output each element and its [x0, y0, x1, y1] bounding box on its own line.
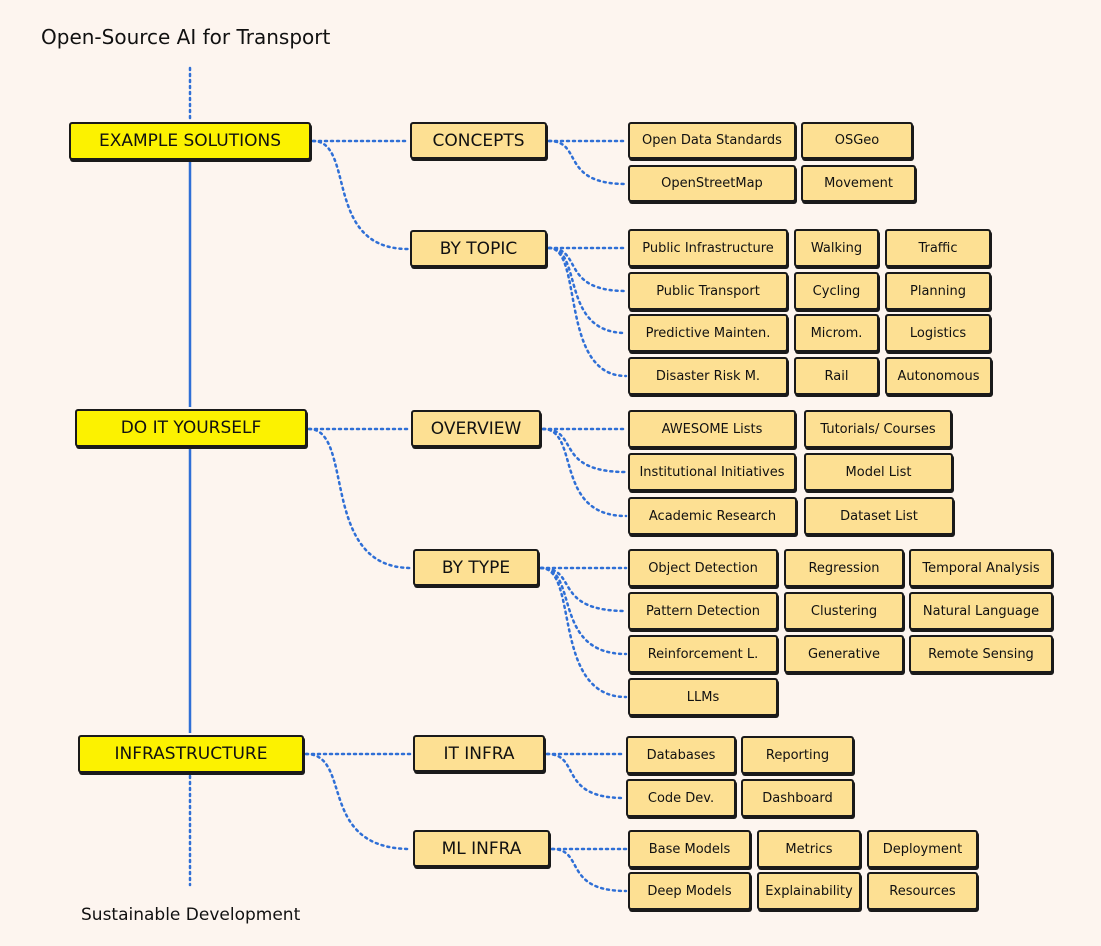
leaf-planning[interactable]: Planning	[885, 272, 991, 310]
leaf-osgeo[interactable]: OSGeo	[801, 122, 913, 159]
leaf-micromobility[interactable]: Microm.	[794, 314, 879, 352]
leaf-deployment[interactable]: Deployment	[867, 830, 978, 868]
leaf-predictive-maintenance[interactable]: Predictive Mainten.	[628, 314, 788, 352]
leaf-code-dev[interactable]: Code Dev.	[626, 779, 736, 817]
leaf-dashboard[interactable]: Dashboard	[741, 779, 854, 817]
section-example-solutions[interactable]: EXAMPLE SOLUTIONS	[69, 122, 311, 160]
section-do-it-yourself[interactable]: DO IT YOURSELF	[75, 409, 307, 447]
leaf-openstreetmap[interactable]: OpenStreetMap	[628, 165, 796, 202]
leaf-rail[interactable]: Rail	[794, 357, 879, 395]
leaf-public-transport[interactable]: Public Transport	[628, 272, 788, 310]
leaf-dataset-list[interactable]: Dataset List	[804, 497, 954, 535]
group-by-topic[interactable]: BY TOPIC	[410, 230, 547, 267]
leaf-regression[interactable]: Regression	[784, 549, 904, 587]
leaf-object-detection[interactable]: Object Detection	[628, 549, 778, 587]
leaf-awesome-lists[interactable]: AWESOME Lists	[628, 410, 796, 448]
leaf-metrics[interactable]: Metrics	[757, 830, 861, 868]
leaf-resources[interactable]: Resources	[867, 872, 978, 910]
leaf-cycling[interactable]: Cycling	[794, 272, 879, 310]
leaf-disaster-risk[interactable]: Disaster Risk M.	[628, 357, 788, 395]
leaf-remote-sensing[interactable]: Remote Sensing	[909, 635, 1053, 673]
leaf-institutional-initiatives[interactable]: Institutional Initiatives	[628, 453, 796, 491]
group-by-type[interactable]: BY TYPE	[413, 549, 539, 586]
leaf-llms[interactable]: LLMs	[628, 678, 778, 716]
footer-label: Sustainable Development	[81, 905, 301, 925]
section-infrastructure[interactable]: INFRASTRUCTURE	[78, 735, 304, 773]
leaf-walking[interactable]: Walking	[794, 229, 879, 267]
leaf-pattern-detection[interactable]: Pattern Detection	[628, 592, 778, 630]
leaf-databases[interactable]: Databases	[626, 736, 736, 774]
group-concepts[interactable]: CONCEPTS	[410, 122, 547, 159]
leaf-traffic[interactable]: Traffic	[885, 229, 991, 267]
leaf-deep-models[interactable]: Deep Models	[628, 872, 751, 910]
diagram-title: Open-Source AI for Transport	[41, 25, 331, 49]
leaf-clustering[interactable]: Clustering	[784, 592, 904, 630]
leaf-public-infrastructure[interactable]: Public Infrastructure	[628, 229, 788, 267]
leaf-generative[interactable]: Generative	[784, 635, 904, 673]
leaf-movement[interactable]: Movement	[801, 165, 916, 202]
leaf-autonomous[interactable]: Autonomous	[885, 357, 992, 395]
leaf-tutorials-courses[interactable]: Tutorials/ Courses	[804, 410, 952, 448]
leaf-temporal-analysis[interactable]: Temporal Analysis	[909, 549, 1053, 587]
group-ml-infra[interactable]: ML INFRA	[413, 830, 550, 867]
leaf-open-data-standards[interactable]: Open Data Standards	[628, 122, 796, 159]
leaf-reinforcement-learning[interactable]: Reinforcement L.	[628, 635, 778, 673]
leaf-base-models[interactable]: Base Models	[628, 830, 751, 868]
leaf-academic-research[interactable]: Academic Research	[628, 497, 797, 535]
group-overview[interactable]: OVERVIEW	[411, 410, 541, 447]
leaf-reporting[interactable]: Reporting	[741, 736, 854, 774]
leaf-model-list[interactable]: Model List	[804, 453, 953, 491]
group-it-infra[interactable]: IT INFRA	[413, 735, 545, 772]
leaf-explainability[interactable]: Explainability	[757, 872, 861, 910]
leaf-logistics[interactable]: Logistics	[885, 314, 991, 352]
leaf-natural-language[interactable]: Natural Language	[909, 592, 1053, 630]
